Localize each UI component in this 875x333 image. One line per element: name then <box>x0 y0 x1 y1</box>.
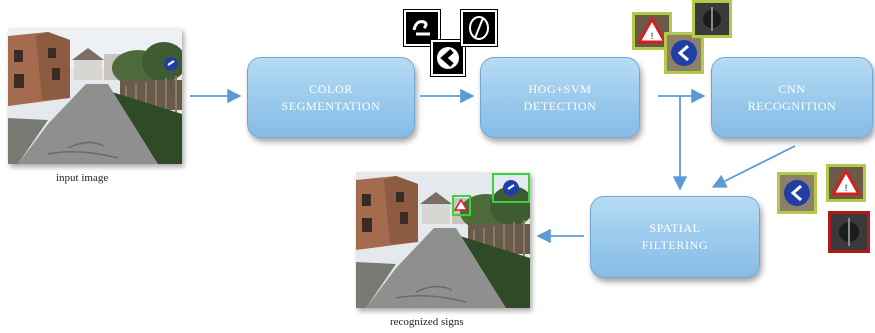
color-segmentation-line-2: SEGMENTATION <box>281 98 381 113</box>
cnn-line-2: RECOGNITION <box>747 98 837 113</box>
spatial-line-2: FILTERING <box>641 238 709 252</box>
svg-text:!: ! <box>650 32 654 42</box>
recognized-blue-sign-thumb <box>777 172 817 214</box>
color-segmentation-box: COLOR SEGMENTATION <box>247 57 415 138</box>
input-image-caption: input image <box>56 172 109 184</box>
result-box-blue-sign <box>492 173 530 203</box>
hog-svm-detection-box: HOG+SVM DETECTION <box>480 57 640 138</box>
arrow-recognition-to-spatial <box>711 145 796 188</box>
detection-blue-sign-thumb <box>664 32 704 74</box>
segmentation-mask-2 <box>430 39 466 77</box>
hog-svm-line-2: DETECTION <box>523 98 597 113</box>
input-image <box>8 28 182 164</box>
hog-svm-line-1: HOG+SVM <box>528 81 592 96</box>
output-image <box>356 172 530 308</box>
cnn-line-1: CNN <box>778 81 806 96</box>
rejected-dark-thumb <box>828 211 870 253</box>
svg-text:!: ! <box>844 184 848 194</box>
color-segmentation-line-1: COLOR <box>309 81 353 96</box>
segmentation-mask-3 <box>460 9 498 47</box>
detection-warning-sign-thumb: ! <box>632 12 672 50</box>
output-image-caption: recognized signs <box>390 316 464 328</box>
detection-dark-thumb <box>692 0 732 38</box>
spatial-line-1: SPATIAL <box>649 221 701 235</box>
recognized-warning-sign-thumb: ! <box>826 164 866 202</box>
cnn-recognition-box: CNN RECOGNITION <box>711 57 873 138</box>
result-box-warning-sign <box>452 195 471 216</box>
spatial-filtering-box: SPATIAL FILTERING <box>590 196 760 278</box>
